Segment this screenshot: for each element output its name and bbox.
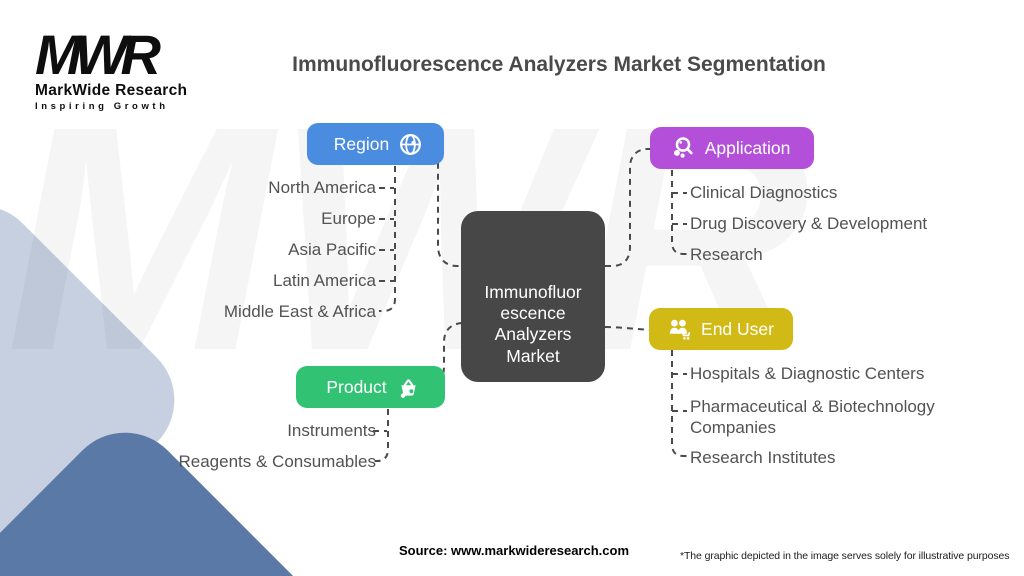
product-items: Instruments Reagents & Consumables: [46, 415, 376, 477]
logo-tagline: Inspiring Growth: [35, 101, 169, 113]
center-market-label: Immunofluorescence Analyzers Market: [484, 281, 582, 366]
end-user-items: Hospitals & Diagnostic Centers Pharmaceu…: [690, 358, 946, 473]
application-items: Clinical Diagnostics Drug Discovery & De…: [690, 177, 927, 270]
application-node: Application: [650, 127, 814, 169]
markwide-logo: MWR MarkWide Research Inspiring Growth: [35, 23, 188, 113]
list-item: Europe: [321, 209, 376, 228]
logo-monogram: MWR: [35, 23, 161, 86]
list-item: Instruments: [287, 421, 376, 440]
end-user-label: End User: [701, 318, 774, 339]
basket-icon: [396, 375, 421, 400]
list-item: Clinical Diagnostics: [690, 183, 838, 202]
list-item: Latin America: [273, 271, 376, 290]
page-title: Immunofluorescence Analyzers Market Segm…: [292, 53, 826, 76]
logo-name: MarkWide Research: [35, 82, 188, 100]
end-user-node: End User: [649, 308, 793, 350]
region-label: Region: [333, 133, 390, 154]
product-node: Product: [296, 366, 445, 408]
users-cart-icon: [666, 316, 692, 342]
list-item: Drug Discovery & Development: [690, 214, 928, 233]
list-item: Research: [690, 245, 763, 264]
product-label: Product: [326, 376, 387, 397]
region-node: Region: [307, 123, 444, 165]
list-item: Reagents & Consumables: [178, 452, 376, 471]
list-item: Hospitals & Diagnostic Centers: [690, 364, 925, 383]
list-item: Research Institutes: [690, 448, 836, 467]
list-item: Middle East & Africa: [223, 302, 376, 321]
disclaimer-text: *The graphic depicted in the image serve…: [680, 550, 1010, 562]
source-text: Source: www.markwideresearch.com: [399, 543, 630, 558]
center-market-node: Immunofluorescence Analyzers Market: [461, 211, 605, 382]
application-label: Application: [704, 137, 791, 158]
list-item: Asia Pacific: [288, 240, 376, 259]
region-items: North America Europe Asia Pacific Latin …: [46, 172, 376, 327]
magnifier-icon: [670, 135, 696, 161]
list-item: Pharmaceutical & Biotechnology Companies: [690, 396, 935, 437]
list-item: North America: [268, 178, 376, 197]
globe-icon: [398, 132, 423, 157]
